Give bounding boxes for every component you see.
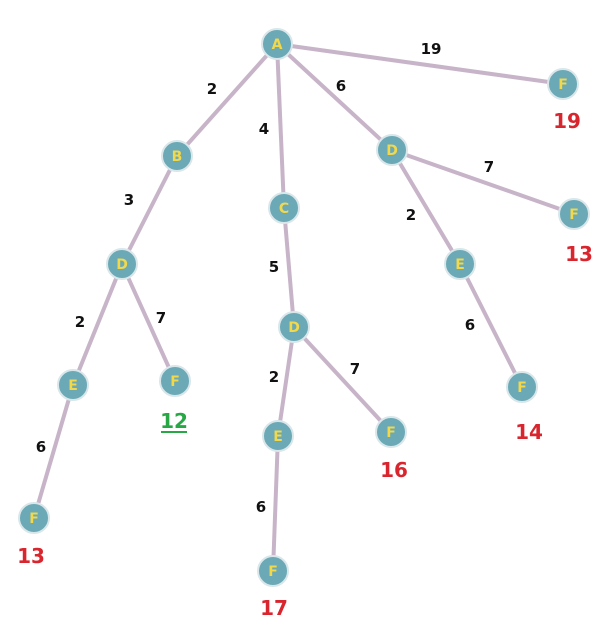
node-circle xyxy=(278,311,310,343)
edge-weight-label: 2 xyxy=(269,368,279,386)
edge-d1-f6 xyxy=(390,148,576,216)
edge-a-b1 xyxy=(175,42,279,158)
path-total: 17 xyxy=(260,596,288,620)
node-circle xyxy=(268,192,300,224)
node-circle xyxy=(375,416,407,448)
edge-weight-label: 7 xyxy=(484,158,494,176)
node-d: D xyxy=(376,134,408,166)
node-label: B xyxy=(172,149,183,165)
edge-d1-e1 xyxy=(390,148,462,266)
edge-e2-f2 xyxy=(32,383,75,520)
edge-weight-label: 6 xyxy=(36,438,46,456)
edge-a-c1 xyxy=(275,42,286,210)
node-f: F xyxy=(159,365,191,397)
edge-weight-label: 7 xyxy=(156,309,166,327)
node-circle xyxy=(261,28,293,60)
edge-weight-label: 19 xyxy=(421,40,442,58)
node-label: E xyxy=(273,429,283,445)
edge-d2-f3 xyxy=(120,262,177,383)
node-label: D xyxy=(386,143,398,159)
node-label: D xyxy=(116,257,128,273)
edge-d2-e2 xyxy=(71,262,124,387)
node-circle xyxy=(18,502,50,534)
node-label: F xyxy=(558,77,568,93)
node-label: E xyxy=(68,378,78,394)
node-circle xyxy=(558,198,590,230)
edge-e3-f5 xyxy=(271,434,280,573)
node-label: F xyxy=(386,425,396,441)
node-label: E xyxy=(455,257,465,273)
node-f: F xyxy=(506,371,538,403)
node-label: D xyxy=(288,320,300,336)
path-total: 13 xyxy=(17,544,45,568)
edge-weight-label: 7 xyxy=(350,360,360,378)
edge-b1-d2 xyxy=(120,154,179,266)
node-circle xyxy=(506,371,538,403)
node-circle xyxy=(159,365,191,397)
edge-a-f1 xyxy=(275,42,565,86)
node-circle xyxy=(376,134,408,166)
edge-weight-label: 3 xyxy=(124,191,134,209)
path-total: 19 xyxy=(553,109,581,133)
edge-c1-d3 xyxy=(282,206,296,329)
edges-layer xyxy=(32,42,576,573)
node-d: D xyxy=(278,311,310,343)
node-circle xyxy=(106,248,138,280)
edge-e1-f7 xyxy=(458,262,524,389)
node-label: F xyxy=(29,511,39,527)
path-total: 16 xyxy=(380,458,408,482)
node-circle xyxy=(257,555,289,587)
edge-d3-e3 xyxy=(276,325,296,438)
edge-weight-label: 6 xyxy=(336,77,346,95)
node-label: F xyxy=(170,374,180,390)
edge-weight-label: 6 xyxy=(256,498,266,516)
node-f: F xyxy=(375,416,407,448)
node-d: D xyxy=(106,248,138,280)
path-total: 14 xyxy=(515,420,543,444)
node-a: A xyxy=(261,28,293,60)
node-label: A xyxy=(272,37,283,53)
node-label: F xyxy=(569,207,579,223)
node-circle xyxy=(57,369,89,401)
node-f: F xyxy=(18,502,50,534)
edge-weight-label: 2 xyxy=(207,80,217,98)
edge-weight-label: 6 xyxy=(465,316,475,334)
node-label: F xyxy=(268,564,278,580)
nodes-layer: A B C D F D E F F D E F F F E F xyxy=(18,28,590,587)
edge-a-d1 xyxy=(275,42,394,152)
node-label: C xyxy=(279,201,289,217)
edge-weight-label: 2 xyxy=(406,206,416,224)
path-totals-layer: 19 13 12 16 17 13 14 xyxy=(17,109,593,620)
path-total-best: 12 xyxy=(160,409,188,433)
node-circle xyxy=(262,420,294,452)
edge-weight-label: 2 xyxy=(75,313,85,331)
node-label: F xyxy=(517,380,527,396)
edge-weight-label: 4 xyxy=(259,120,269,138)
node-f: F xyxy=(547,68,579,100)
edge-d3-f4 xyxy=(292,325,393,434)
node-e: E xyxy=(57,369,89,401)
edge-weight-label: 5 xyxy=(269,258,279,276)
node-circle xyxy=(547,68,579,100)
node-c: C xyxy=(268,192,300,224)
node-circle xyxy=(161,140,193,172)
node-e: E xyxy=(262,420,294,452)
node-f: F xyxy=(558,198,590,230)
node-b: B xyxy=(161,140,193,172)
node-circle xyxy=(444,248,476,280)
path-total: 13 xyxy=(565,242,593,266)
node-f: F xyxy=(257,555,289,587)
node-e: E xyxy=(444,248,476,280)
